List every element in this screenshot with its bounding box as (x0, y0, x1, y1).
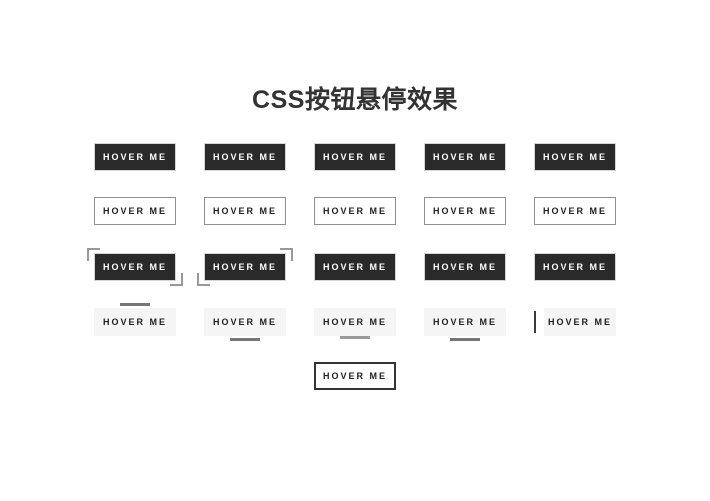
button-label: HOVER ME (102, 262, 167, 272)
button-label: HOVER ME (542, 206, 607, 216)
hover-button-line-top[interactable]: HOVER ME (94, 303, 176, 336)
button-label: HOVER ME (322, 262, 387, 272)
accent-line-bottom-attached (340, 336, 370, 339)
accent-line-top (120, 303, 150, 306)
hover-button-left-bar[interactable]: HOVER ME (544, 308, 616, 336)
corner-bracket-top-left-icon (87, 248, 100, 261)
button-row-framed: HOVER ME (0, 362, 710, 390)
button-label: HOVER ME (102, 317, 167, 327)
button-label: HOVER ME (432, 317, 497, 327)
accent-line-bottom (230, 338, 260, 341)
hover-button-line-bottom-attached[interactable]: HOVER ME (314, 308, 396, 339)
hover-button-dark-row3-3[interactable]: HOVER ME (314, 253, 396, 281)
button-label: HOVER ME (432, 206, 497, 216)
page-title: CSS按钮悬停效果 (252, 86, 458, 114)
corner-bracket-top-right-icon (280, 248, 293, 261)
button-label: HOVER ME (547, 317, 612, 327)
hover-button-dark-2[interactable]: HOVER ME (204, 143, 286, 171)
button-label: HOVER ME (212, 206, 277, 216)
button-label: HOVER ME (212, 262, 277, 272)
hover-button-dark-3[interactable]: HOVER ME (314, 143, 396, 171)
button-row-brackets: HOVER ME HOVER ME HOVER ME HOVER ME HOVE… (0, 248, 710, 286)
hover-button-dark-5[interactable]: HOVER ME (534, 143, 616, 171)
hover-button-outline-3[interactable]: HOVER ME (314, 197, 396, 225)
button-label: HOVER ME (432, 152, 497, 162)
button-row-outline: HOVER ME HOVER ME HOVER ME HOVER ME HOVE… (0, 197, 710, 225)
hover-button-dark-4[interactable]: HOVER ME (424, 143, 506, 171)
hover-button-outline-5[interactable]: HOVER ME (534, 197, 616, 225)
button-row-accent-lines: HOVER ME HOVER ME HOVER ME HOVER ME HOVE… (0, 303, 710, 341)
hover-button-line-bottom-2[interactable]: HOVER ME (424, 308, 506, 341)
hover-button-line-bottom-1[interactable]: HOVER ME (204, 308, 286, 341)
button-label: HOVER ME (212, 317, 277, 327)
button-label: HOVER ME (542, 262, 607, 272)
hover-button-dark-row3-4[interactable]: HOVER ME (424, 253, 506, 281)
button-label: HOVER ME (542, 152, 607, 162)
button-label: HOVER ME (432, 262, 497, 272)
hover-button-outline-1[interactable]: HOVER ME (94, 197, 176, 225)
accent-bar-left (534, 311, 536, 333)
button-label: HOVER ME (102, 152, 167, 162)
hover-button-bracket-tlbr[interactable]: HOVER ME (87, 248, 183, 286)
hover-button-outline-4[interactable]: HOVER ME (424, 197, 506, 225)
hover-button-framed[interactable]: HOVER ME (314, 362, 396, 390)
button-label: HOVER ME (102, 206, 167, 216)
corner-bracket-bottom-left-icon (197, 273, 210, 286)
button-label: HOVER ME (322, 206, 387, 216)
hover-button-dark-1[interactable]: HOVER ME (94, 143, 176, 171)
hover-button-bracket-trbl[interactable]: HOVER ME (197, 248, 293, 286)
button-label: HOVER ME (322, 317, 387, 327)
button-label: HOVER ME (212, 152, 277, 162)
accent-line-bottom (450, 338, 480, 341)
hover-button-dark-row3-5[interactable]: HOVER ME (534, 253, 616, 281)
button-label: HOVER ME (322, 371, 387, 381)
hover-button-left-bar-cell: HOVER ME (534, 308, 616, 336)
button-row-dark: HOVER ME HOVER ME HOVER ME HOVER ME HOVE… (0, 143, 710, 171)
button-label: HOVER ME (322, 152, 387, 162)
corner-bracket-bottom-right-icon (170, 273, 183, 286)
hover-button-outline-2[interactable]: HOVER ME (204, 197, 286, 225)
